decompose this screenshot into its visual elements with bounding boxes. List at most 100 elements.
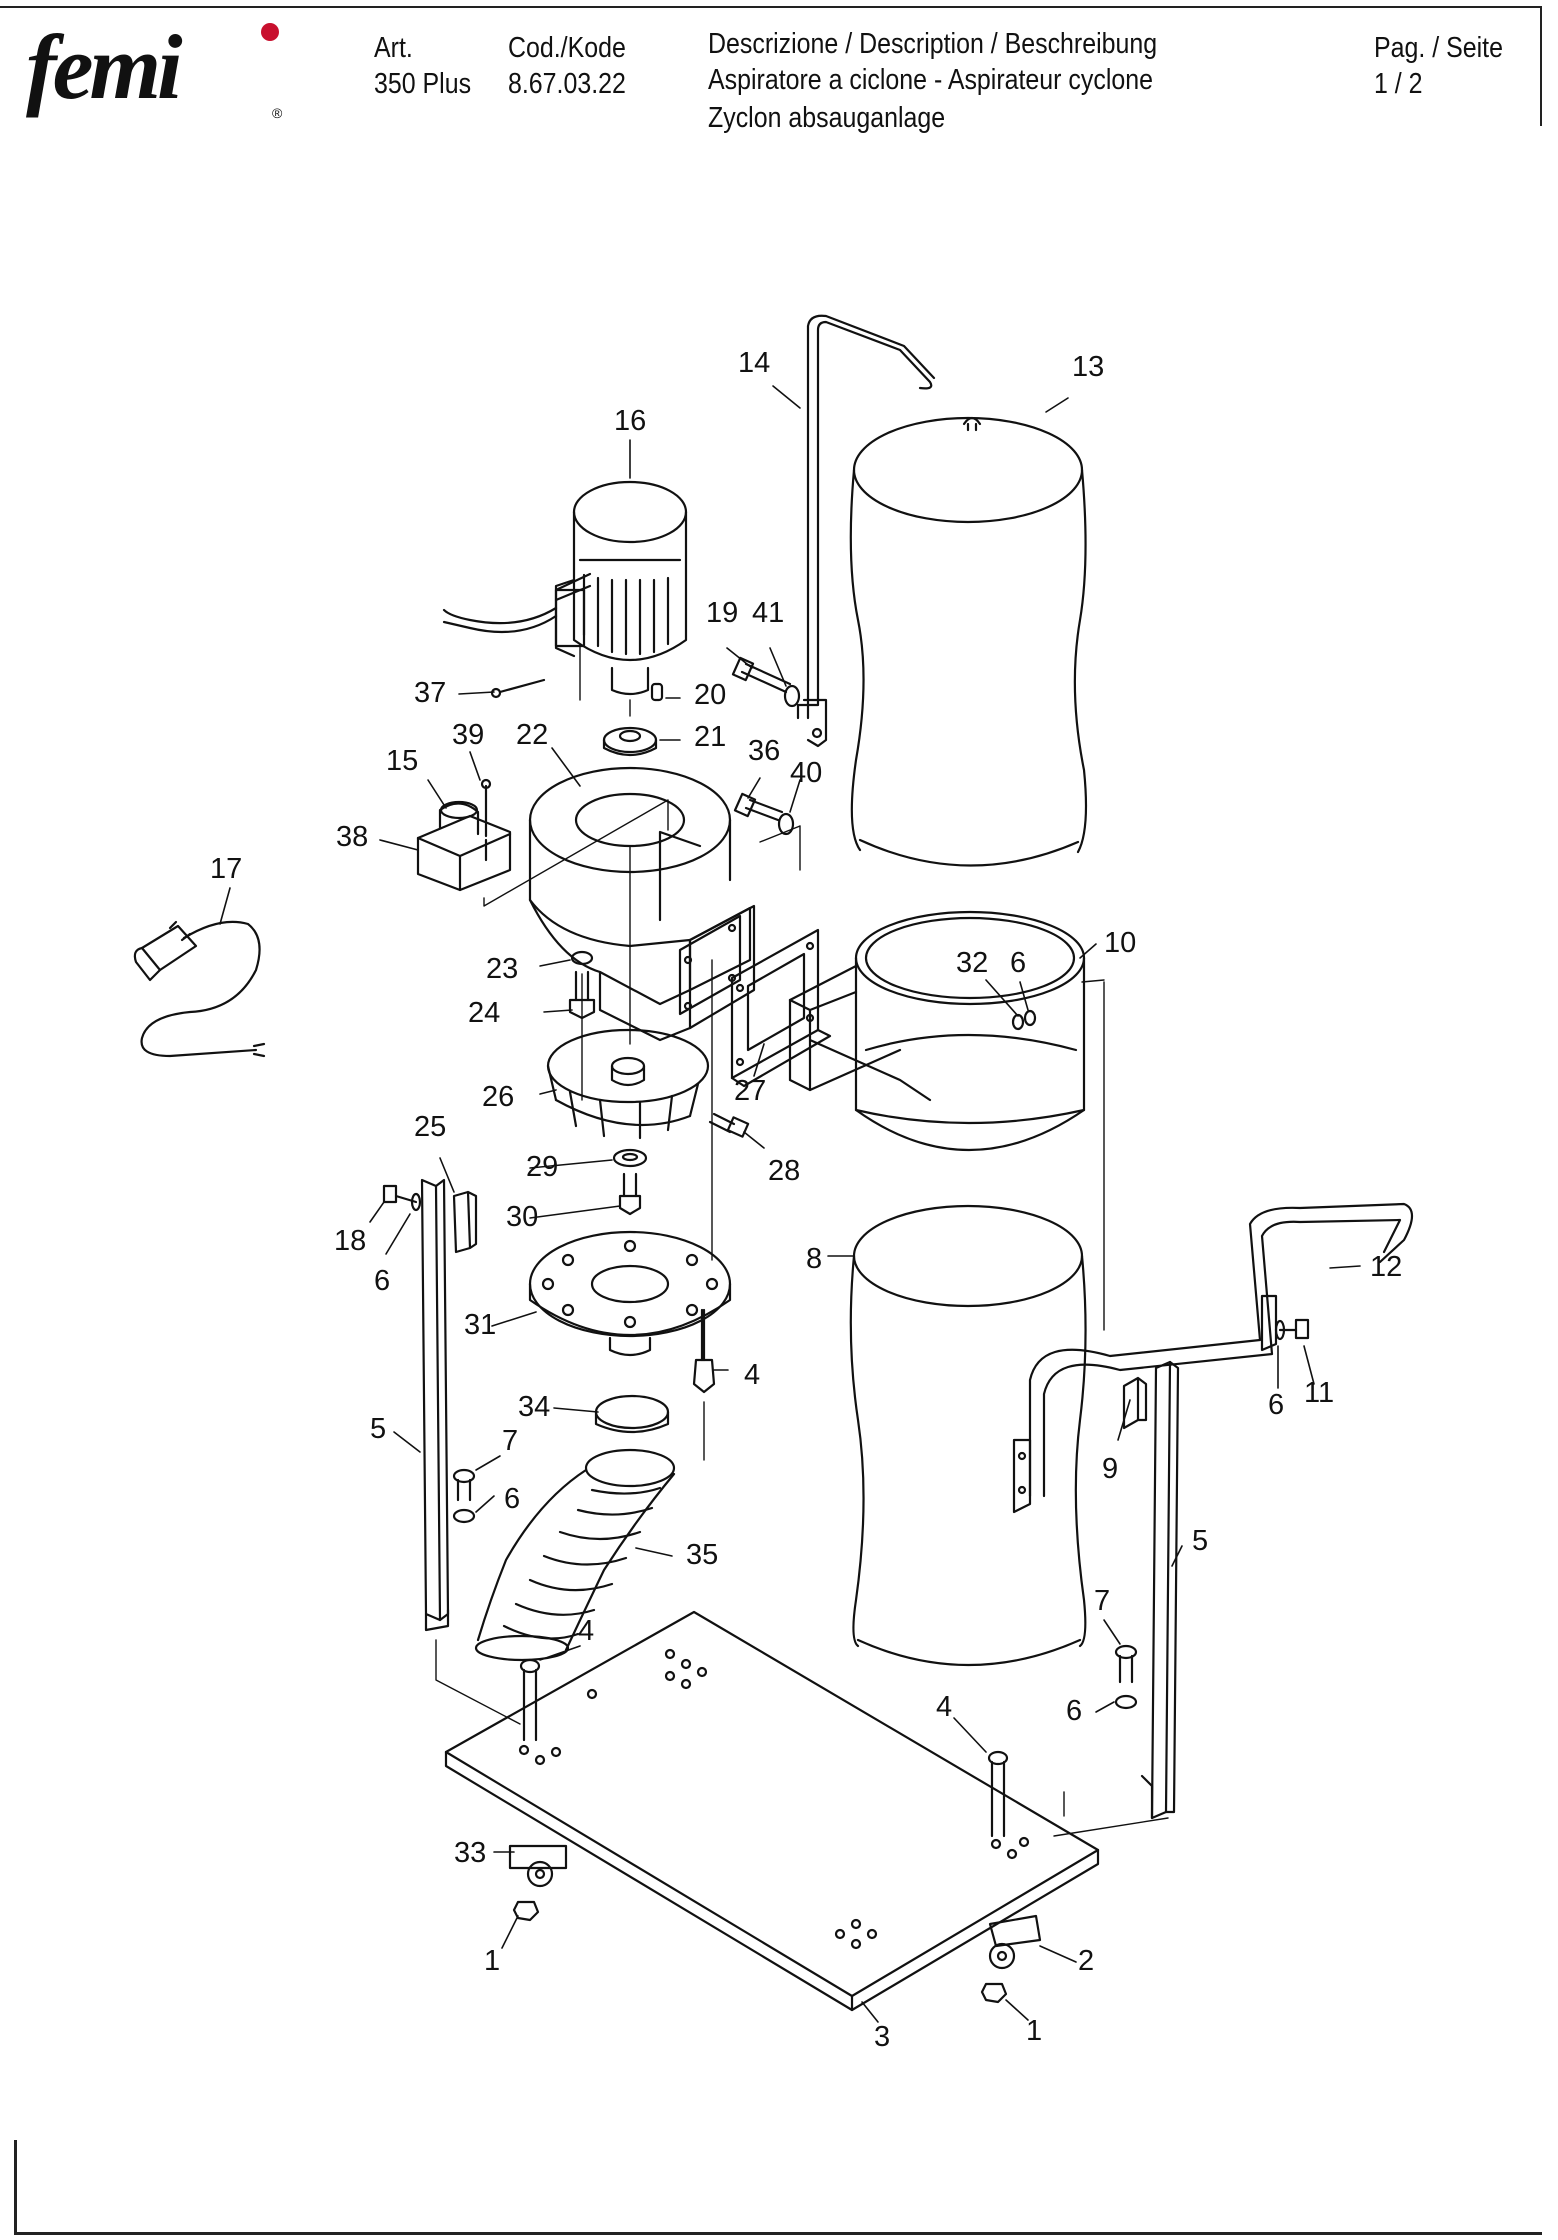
part-key-20: [650, 682, 664, 702]
callout-11: 11: [1304, 1377, 1334, 1409]
part-bolt-7b: [1114, 1644, 1138, 1710]
callout-4: 4: [744, 1359, 760, 1391]
callout-23: 23: [486, 953, 518, 985]
callout-29: 29: [526, 1151, 558, 1183]
callout-21: 21: [694, 721, 726, 753]
logo-wordmark: femi: [26, 20, 183, 118]
part-screw-37: [490, 678, 546, 699]
callout-24: 24: [468, 997, 500, 1029]
part-cyclone-body: [788, 910, 1086, 1151]
description-line-2: Zyclon absauganlage: [708, 102, 946, 134]
callout-31: 31: [464, 1309, 496, 1341]
part-lower-drum: [849, 1204, 1087, 1667]
part-left-leg: [420, 1178, 450, 1632]
part-bolt-4c: [987, 1750, 1009, 1838]
leader-lines: [219, 385, 1361, 2023]
callout-4: 4: [578, 1615, 594, 1647]
callout-5: 5: [370, 1413, 386, 1445]
code-value: 8.67.03.22: [508, 68, 626, 100]
part-washer-21: [602, 726, 658, 757]
part-bolt-28: [708, 1112, 750, 1138]
part-washer-40: [777, 812, 795, 836]
part-washer-29: [612, 1148, 648, 1168]
callout-2: 2: [1078, 1945, 1094, 1977]
callout-26: 26: [482, 1081, 514, 1113]
callout-10: 10: [1104, 927, 1136, 959]
callout-27: 27: [734, 1075, 766, 1107]
callout-25: 25: [414, 1111, 446, 1143]
part-washer-23: [570, 950, 594, 966]
page-label: Pag. / Seite: [1374, 32, 1503, 64]
callout-19: 19: [706, 597, 738, 629]
callout-9: 9: [1102, 1453, 1118, 1485]
callout-1: 1: [1026, 2015, 1042, 2047]
part-bracket-25: [452, 1190, 478, 1254]
description-line-1: Aspiratore a ciclone - Aspirateur cyclon…: [708, 64, 1153, 96]
callout-7: 7: [1094, 1585, 1110, 1617]
part-bolt-30: [618, 1172, 642, 1216]
callout-15: 15: [386, 745, 418, 777]
callout-4: 4: [936, 1691, 952, 1723]
part-bracket-9: [1122, 1376, 1148, 1430]
part-upper-filter-bag: [849, 416, 1088, 867]
callout-38: 38: [336, 821, 368, 853]
callout-16: 16: [614, 405, 646, 437]
callout-5: 5: [1192, 1525, 1208, 1557]
callout-28: 28: [768, 1155, 800, 1187]
callout-17: 17: [210, 853, 242, 885]
callout-35: 35: [686, 1539, 718, 1571]
part-bolt-4a: [692, 1308, 716, 1394]
header-top-rule: [0, 6, 1540, 8]
part-washer-41: [783, 684, 801, 708]
part-bolt-11: [1274, 1318, 1310, 1341]
callout-39: 39: [452, 719, 484, 751]
footer-left-rule: [14, 2140, 17, 2232]
part-base-plate: [444, 1610, 1100, 2012]
footer-rule: [14, 2232, 1542, 2235]
part-hook-rod: [796, 314, 936, 748]
callout-36: 36: [748, 735, 780, 767]
description-label: Descrizione / Description / Beschreibung: [708, 28, 1158, 60]
callout-18: 18: [334, 1225, 366, 1257]
page-value: 1 / 2: [1374, 68, 1423, 100]
part-handle: [1012, 1202, 1414, 1514]
callout-7: 7: [502, 1425, 518, 1457]
part-nut-1a: [512, 1900, 540, 1922]
callout-13: 13: [1072, 351, 1104, 383]
part-mounting-plate: [528, 1230, 732, 1357]
callout-labels: 14 13 16 19 41 37 20 21 39 22 36 40 15 3…: [210, 347, 1402, 2053]
part-screw-39: [480, 778, 492, 838]
callout-6: 6: [1268, 1389, 1284, 1421]
callout-1: 1: [484, 1945, 500, 1977]
callout-20: 20: [694, 679, 726, 711]
callout-3: 3: [874, 2021, 890, 2053]
part-flange-gasket: [730, 928, 832, 1088]
part-hose-clamp: [594, 1394, 670, 1434]
callout-30: 30: [506, 1201, 538, 1233]
assembly-guide-lines: [435, 643, 1169, 1837]
callout-40: 40: [790, 757, 822, 789]
part-fan-housing: [528, 766, 756, 1042]
callout-41: 41: [752, 597, 784, 629]
part-bolt-19: [731, 656, 792, 694]
femi-logo: femi ®: [26, 20, 283, 121]
callout-12: 12: [1370, 1251, 1402, 1283]
part-flexible-hose: [474, 1448, 676, 1662]
callout-14: 14: [738, 347, 770, 379]
callout-32: 32: [956, 947, 988, 979]
part-nut-1b: [980, 1982, 1008, 2004]
callout-34: 34: [518, 1391, 550, 1423]
header-right-rule: [1540, 6, 1542, 126]
part-bolt-36: [733, 792, 784, 822]
part-impeller: [546, 1028, 710, 1140]
part-caster-2: [988, 1914, 1042, 1970]
art-value: 350 Plus: [374, 68, 472, 100]
callout-6: 6: [1066, 1695, 1082, 1727]
part-motor: [442, 480, 688, 696]
callout-6: 6: [1010, 947, 1026, 979]
callout-22: 22: [516, 719, 548, 751]
callout-33: 33: [454, 1837, 486, 1869]
part-right-leg: [1140, 1360, 1180, 1820]
part-power-cable: [133, 920, 266, 1058]
